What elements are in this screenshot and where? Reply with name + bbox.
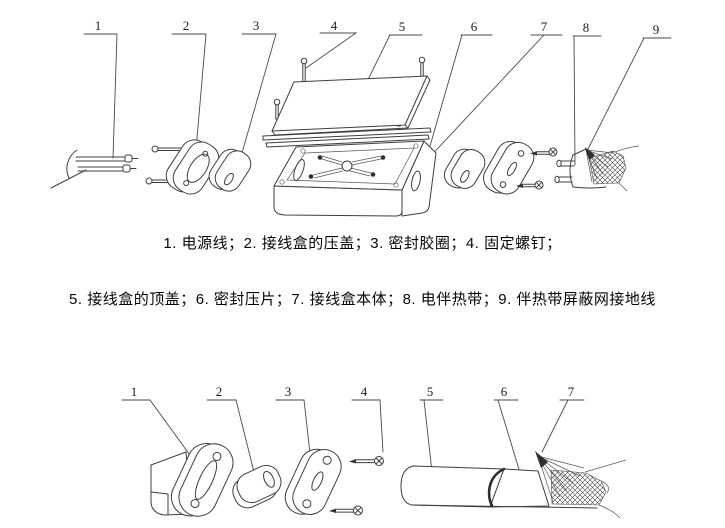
- clamp-body: [165, 139, 220, 195]
- svg-text:5: 5: [399, 19, 406, 34]
- clamp-plate-right: [483, 140, 558, 195]
- detail-view-gland-and-cable: 1 2 3 4 5 6 7: [121, 384, 627, 519]
- callout-b3: 3: [275, 384, 313, 472]
- svg-text:4: 4: [361, 384, 368, 399]
- svg-text:7: 7: [541, 19, 548, 34]
- svg-text:9: 9: [653, 22, 660, 37]
- exploded-view-junction-box: 1 2 3 4 5 6 7: [50, 18, 672, 217]
- junction-box-body: [273, 140, 437, 217]
- callout-b4: 4: [351, 384, 384, 453]
- callout-8: 8: [572, 20, 602, 166]
- cable-conductor-1: [556, 159, 575, 168]
- seal-ring-drawing: [208, 148, 252, 192]
- plate-screw-bottom: [516, 180, 544, 190]
- callout-6: 6: [429, 19, 493, 147]
- svg-text:6: 6: [471, 19, 478, 34]
- cable-detail-drawing: [400, 451, 627, 519]
- svg-text:1: 1: [131, 384, 138, 399]
- callout-b7: 7: [541, 384, 585, 453]
- callout-2: 2: [171, 18, 207, 151]
- box-top-cover: [271, 75, 431, 136]
- screw-top-left: [300, 57, 308, 84]
- callout-b1: 1: [121, 384, 201, 470]
- gland-clamp-drawing: [145, 139, 220, 195]
- sealing-pad-drawing: [443, 148, 486, 189]
- svg-text:5: 5: [427, 384, 434, 399]
- callout-1: 1: [83, 18, 118, 159]
- callout-labels-top: 1 2 3 4 5 6 7: [83, 18, 672, 166]
- svg-text:1: 1: [95, 18, 102, 33]
- screw-mid-left: [273, 98, 281, 120]
- callout-3: 3: [239, 18, 277, 161]
- svg-text:2: 2: [183, 18, 190, 33]
- svg-text:3: 3: [253, 18, 260, 33]
- heat-trace-cable-drawing: [554, 145, 640, 192]
- callout-9: 9: [587, 22, 672, 150]
- svg-text:3: 3: [285, 384, 292, 399]
- svg-text:6: 6: [501, 384, 508, 399]
- braided-shield-mesh: [585, 145, 640, 192]
- cable-conductor-2: [554, 175, 573, 184]
- svg-text:8: 8: [583, 20, 590, 35]
- gland-body-drawing: [150, 443, 234, 517]
- power-cable-drawing: [50, 149, 139, 189]
- screw-b-bottom: [329, 505, 363, 516]
- svg-text:4: 4: [331, 18, 338, 33]
- legend-line-1: 1. 电源线；2. 接线盒的压盖；3. 密封胶圈；4. 固定螺钉；: [163, 235, 562, 252]
- plate-screws-bottom: [329, 456, 384, 516]
- gasket-sheets: [262, 127, 432, 148]
- svg-text:2: 2: [216, 384, 223, 399]
- screw-b-top: [349, 456, 384, 466]
- legend-line-2: 5. 接线盒的顶盖；6. 密封压片；7. 接线盒本体；8. 电伴热带；9. 伴热…: [69, 291, 656, 308]
- braided-shield-detail: [535, 451, 627, 519]
- callout-7: 7: [425, 19, 563, 162]
- callout-4: 4: [305, 18, 358, 69]
- terminal-wires-x: [308, 155, 386, 179]
- plate-screw-top: [530, 147, 558, 157]
- gland-flange: [170, 443, 234, 517]
- pressure-plate-drawing: [284, 448, 342, 515]
- clamp-plate-body: [483, 140, 535, 195]
- callout-b2: 2: [206, 384, 256, 477]
- seal-piece-drawing: [232, 464, 282, 509]
- svg-text:7: 7: [568, 384, 575, 399]
